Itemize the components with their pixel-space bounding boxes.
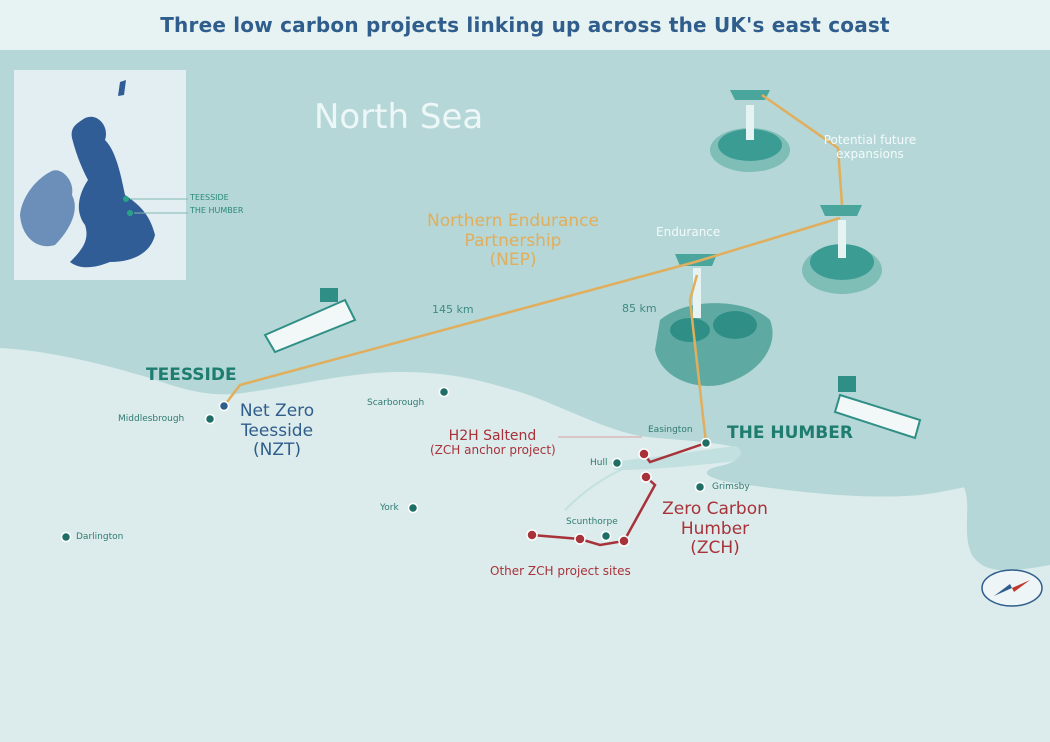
ship-icon-humber xyxy=(833,376,922,440)
town-markers xyxy=(60,386,712,543)
inset-label-humber: THE HUMBER xyxy=(190,206,244,215)
town-scarborough: Scarborough xyxy=(367,398,425,408)
zch-line1: Zero Carbon xyxy=(662,499,768,519)
h2h-line2: (ZCH anchor project) xyxy=(430,443,556,458)
town-middlesbrough: Middlesbrough xyxy=(118,414,185,424)
town-hull: Hull xyxy=(590,458,608,468)
h2h-label: H2H Saltend (ZCH anchor project) xyxy=(430,428,556,458)
future-line1: Potential future xyxy=(823,133,917,147)
humber-estuary xyxy=(610,446,741,470)
compass-icon xyxy=(981,569,1043,607)
town-darlington: Darlington xyxy=(76,532,124,542)
hub-humber: THE HUMBER xyxy=(727,423,853,443)
storage-site-endurance xyxy=(655,254,773,386)
hub-teesside: TEESSIDE xyxy=(146,365,237,385)
nzt-line2: Teesside xyxy=(240,420,314,441)
nep-line2: Partnership xyxy=(464,230,562,251)
inset-label-teesside: TEESSIDE xyxy=(190,193,229,202)
nep-line1: Northern Endurance xyxy=(427,211,599,231)
ship-icon-teesside xyxy=(263,288,357,354)
inset-map xyxy=(14,70,188,280)
future-line2: expansions xyxy=(836,146,904,161)
distance-teesside: 145 km xyxy=(432,303,474,316)
endurance-label: Endurance xyxy=(656,225,721,239)
title-bar: Three low carbon projects linking up acr… xyxy=(0,0,1050,50)
sea-label: North Sea xyxy=(314,97,484,137)
zch-sites xyxy=(526,448,652,547)
nzt-line1: Net Zero xyxy=(239,401,315,421)
map-title: Three low carbon projects linking up acr… xyxy=(160,13,890,37)
town-york: York xyxy=(380,503,399,513)
nep-line3: (NEP) xyxy=(489,250,537,271)
storage-site-future-1 xyxy=(710,90,790,172)
zch-line2: Humber xyxy=(680,518,750,539)
nep-label: Northern Endurance Partnership (NEP) xyxy=(420,211,606,271)
map-canvas xyxy=(0,70,1050,742)
zch-label: Zero Carbon Humber (ZCH) xyxy=(655,499,775,559)
distance-humber: 85 km xyxy=(622,302,657,315)
town-grimsby: Grimsby xyxy=(712,482,750,492)
nzt-marker xyxy=(218,400,230,412)
zch-other-sites-label: Other ZCH project sites xyxy=(490,564,631,578)
river-trent xyxy=(564,465,631,511)
nzt-label: Net Zero Teesside (NZT) xyxy=(222,401,332,461)
nzt-line3: (NZT) xyxy=(252,440,301,461)
wash-bay xyxy=(960,470,1050,571)
town-easington: Easington xyxy=(648,425,693,435)
zch-line3: (ZCH) xyxy=(690,538,740,559)
town-scunthorpe: Scunthorpe xyxy=(566,517,618,527)
h2h-line1: H2H Saltend xyxy=(448,428,537,444)
storage-site-future-2 xyxy=(802,205,882,294)
land-england xyxy=(0,348,1050,742)
future-label: Potential future expansions xyxy=(820,133,920,162)
nep-pipelines xyxy=(223,93,844,444)
